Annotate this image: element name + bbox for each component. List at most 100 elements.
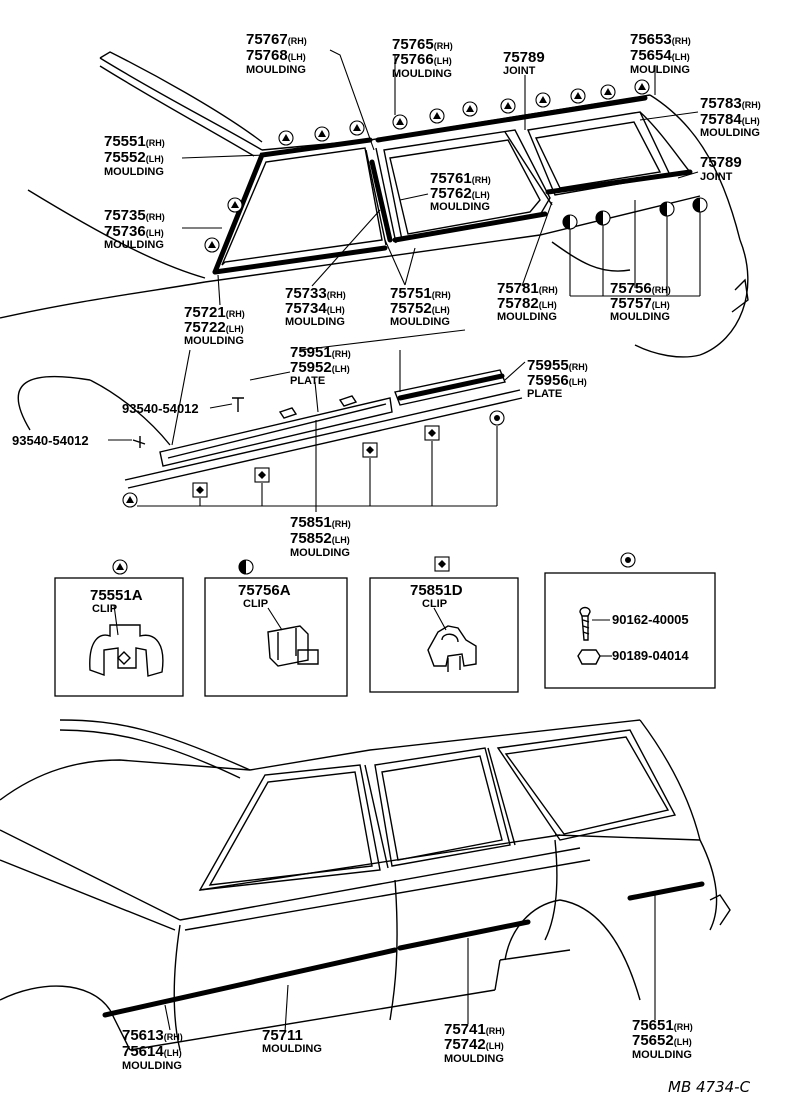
svg-text:MOULDING: MOULDING [392,68,452,80]
lower-windows [198,729,677,891]
svg-text:MOULDING: MOULDING [285,316,345,328]
callout-75711: 75711 MOULDING [262,1027,322,1055]
belt-mouldings-upper [124,369,523,489]
svg-text:75789: 75789 [700,154,742,171]
svg-text:MOULDING: MOULDING [104,166,164,178]
quarter-window [527,111,693,196]
svg-text:75768(LH): 75768(LH) [246,47,306,64]
svg-text:MOULDING: MOULDING [700,127,760,139]
callout-75783: 75783(RH) 75784(LH) MOULDING [700,95,761,139]
svg-text:75733(RH): 75733(RH) [285,285,346,302]
callout-75751: 75751(RH) 75752(LH) MOULDING [390,285,451,328]
svg-text:75742(LH): 75742(LH) [444,1036,504,1053]
svg-text:75782(LH): 75782(LH) [497,295,557,312]
svg-text:75613(RH): 75613(RH) [122,1027,183,1044]
svg-text:75767(RH): 75767(RH) [246,31,307,48]
svg-text:75956(LH): 75956(LH) [527,372,587,389]
svg-text:75736(LH): 75736(LH) [104,223,164,240]
clip-c-label: 75851D CLIP [410,582,463,610]
svg-text:75752(LH): 75752(LH) [390,300,450,317]
svg-text:MOULDING: MOULDING [104,239,164,251]
clip-box-a [54,559,184,697]
svg-text:75756(RH): 75756(RH) [610,280,671,297]
svg-text:MOULDING: MOULDING [290,547,350,559]
callout-75735: 75735(RH) 75736(LH) MOULDING [104,207,165,251]
svg-text:75762(LH): 75762(LH) [430,185,490,202]
svg-text:75741(RH): 75741(RH) [444,1021,505,1038]
svg-text:MOULDING: MOULDING [632,1049,692,1061]
svg-text:93540-54012: 93540-54012 [12,433,89,448]
svg-text:90162-40005: 90162-40005 [612,612,689,627]
svg-text:75952(LH): 75952(LH) [290,359,350,376]
clip-box-b [204,559,348,697]
svg-text:75851D: 75851D [410,582,463,599]
svg-text:75652(LH): 75652(LH) [632,1032,692,1049]
svg-text:75651(RH): 75651(RH) [632,1017,693,1034]
svg-text:MOULDING: MOULDING [444,1053,504,1065]
callout-75613: 75613(RH) 75614(LH) MOULDING [122,1027,183,1072]
svg-text:MOULDING: MOULDING [122,1060,182,1072]
callout-75767: 75767(RH) 75768(LH) MOULDING [246,31,307,76]
svg-text:75654(LH): 75654(LH) [630,47,690,64]
rear-window-frame [375,95,648,243]
clip-b-label: 75756A CLIP [238,582,291,610]
svg-text:MOULDING: MOULDING [246,64,306,76]
callout-75653: 75653(RH) 75654(LH) MOULDING [630,31,691,76]
svg-text:PLATE: PLATE [290,375,325,387]
svg-text:75765(RH): 75765(RH) [392,36,453,53]
svg-text:75614(LH): 75614(LH) [122,1043,182,1060]
clip-box-d [544,552,716,689]
svg-text:75784(LH): 75784(LH) [700,111,760,128]
drawing-code: MB 4734-C [668,1078,751,1096]
svg-text:75781(RH): 75781(RH) [497,280,558,297]
svg-text:MOULDING: MOULDING [390,316,450,328]
callout-75756: 75756(RH) 75757(LH) MOULDING [610,280,671,323]
svg-text:75756A: 75756A [238,582,291,599]
callout-75851: 75851(RH) 75852(LH) MOULDING [290,514,351,559]
clip-box-c [369,556,519,693]
svg-text:75783(RH): 75783(RH) [700,95,761,112]
svg-text:JOINT: JOINT [503,65,536,77]
svg-text:MOULDING: MOULDING [184,335,244,347]
leader-lines-lower [164,895,656,1033]
svg-text:75721(RH): 75721(RH) [184,304,245,321]
svg-text:75789: 75789 [503,49,545,66]
svg-text:75757(LH): 75757(LH) [610,295,670,312]
upper-car-outline [0,51,749,446]
svg-text:75761(RH): 75761(RH) [430,170,491,187]
lower-car-outline [0,719,731,1051]
svg-text:75735(RH): 75735(RH) [104,207,165,224]
svg-text:CLIP: CLIP [243,598,268,610]
svg-text:CLIP: CLIP [422,598,447,610]
svg-text:75551(RH): 75551(RH) [104,133,165,150]
leader-lines-upper [108,49,701,512]
svg-text:MOULDING: MOULDING [262,1043,322,1055]
svg-text:93540-54012: 93540-54012 [122,401,199,416]
svg-text:75766(LH): 75766(LH) [392,51,452,68]
svg-text:75851(RH): 75851(RH) [290,514,351,531]
callout-75551: 75551(RH) 75552(LH) MOULDING [104,133,165,178]
svg-text:75955(RH): 75955(RH) [527,357,588,374]
svg-text:75751(RH): 75751(RH) [390,285,451,302]
svg-text:JOINT: JOINT [700,171,733,183]
svg-text:75653(RH): 75653(RH) [630,31,691,48]
svg-text:MOULDING: MOULDING [497,311,557,323]
callout-75741: 75741(RH) 75742(LH) MOULDING [444,1021,505,1065]
svg-text:75711: 75711 [262,1027,303,1044]
callout-75761: 75761(RH) 75762(LH) MOULDING [430,170,491,213]
callout-75789-side: 75789 JOINT [700,154,742,183]
svg-text:75852(LH): 75852(LH) [290,530,350,547]
svg-text:MOULDING: MOULDING [430,201,490,213]
svg-text:MOULDING: MOULDING [610,311,670,323]
callout-75765: 75765(RH) 75766(LH) MOULDING [392,36,453,80]
svg-text:90189-04014: 90189-04014 [612,648,689,663]
callout-75733: 75733(RH) 75734(LH) MOULDING [285,285,346,328]
svg-text:75552(LH): 75552(LH) [104,149,164,166]
svg-text:PLATE: PLATE [527,388,562,400]
callout-75789-top: 75789 JOINT [503,49,545,77]
svg-text:75551A: 75551A [90,587,143,604]
svg-text:CLIP: CLIP [92,603,117,615]
callout-75781: 75781(RH) 75782(LH) MOULDING [497,280,558,323]
callout-93540-upper: 93540-54012 [122,401,199,416]
